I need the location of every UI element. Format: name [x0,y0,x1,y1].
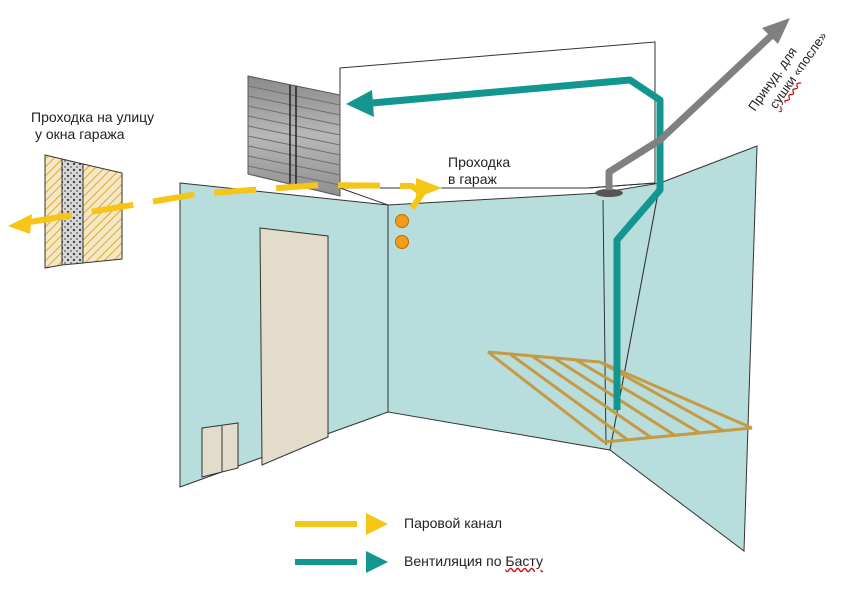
wall-layer-hatch-right [82,163,123,264]
vent-duct-path [371,76,664,410]
wall-layer-insulation [61,158,84,266]
garage-passage-label: Проходка в гараж [448,154,510,188]
steam-outlet-bottom [395,235,409,249]
steam-channel-arrowhead-street [8,214,32,234]
vent-duct-arrowhead [346,90,374,117]
right-wall [609,145,758,552]
forced-exhaust-pipe [605,32,775,190]
legend-vent-arrowhead [366,551,388,573]
ceiling-edge [587,182,656,189]
door [259,227,329,466]
street-passage-label-line2: у окна гаража [35,126,125,142]
small-hatch [201,422,239,478]
legend-vent-label: Вентиляция по Басту [404,553,543,569]
forced-exhaust-arrowhead [762,18,790,44]
vent-grille-slats [247,85,341,186]
exhaust-fan [595,189,623,197]
garage-passage-label-line1: Проходка [448,154,511,170]
legend-steam-arrowhead [366,513,388,535]
drying-rack [487,350,753,444]
wall-corner [602,199,607,446]
legend-steam-label: Паровой канал [404,515,503,531]
legend-vent-label-main: Вентиляция по [404,553,506,569]
ceiling-edge [339,187,389,206]
steam-channel-arrowhead-end [416,178,442,198]
street-passage-label-line1: Проходка на улицу [31,109,155,125]
garage-passage-label-line2: в гараж [448,171,497,187]
steam-outlet-top [395,214,409,228]
street-passage-label: Проходка на улицу у окна гаража [31,109,154,143]
legend-vent-label-underlined: Басту [505,553,543,569]
wall-layer-hatch-left [44,154,63,269]
